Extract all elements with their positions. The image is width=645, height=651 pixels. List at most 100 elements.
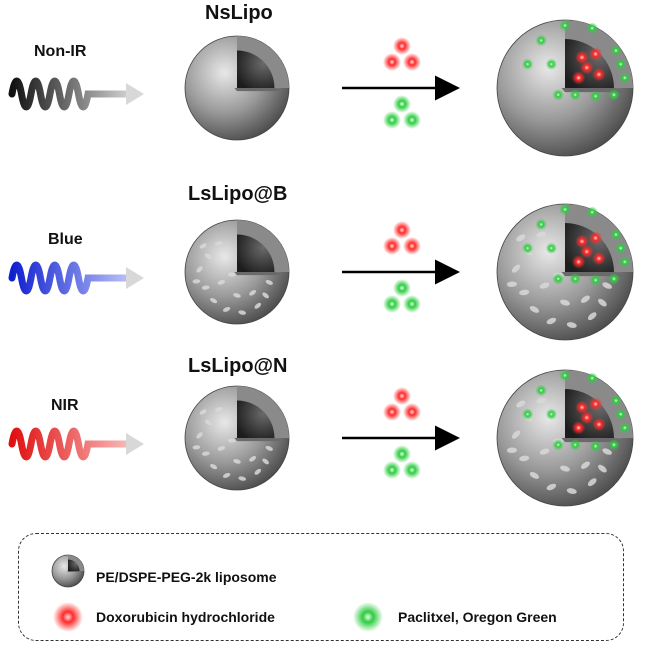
row3-loaded-liposome-pore — [511, 430, 521, 439]
row2-empty-liposome-pore — [233, 293, 241, 298]
row3-loaded-liposome-pore — [519, 455, 530, 462]
row3-doxorubicin-dot — [393, 387, 411, 405]
legend-layer — [51, 554, 383, 632]
row3-paclitaxel-dot — [403, 461, 421, 479]
legend-doxorubicin-icon — [53, 602, 83, 632]
row2-loaded-liposome-paclitaxel-dot — [586, 206, 598, 218]
row1-loaded-liposome-paclitaxel-dot — [535, 34, 547, 47]
row1-loaded-liposome-paclitaxel-dot — [610, 44, 622, 57]
row2-loaded-liposome-pore — [587, 312, 597, 321]
row3-loaded-liposome-paclitaxel-dot — [559, 369, 571, 382]
row2-empty-liposome-pore — [214, 241, 223, 246]
row3-loaded-liposome-pore — [587, 478, 597, 487]
light-label-blue: Blue — [48, 231, 83, 248]
row2-loaded-liposome-pore — [546, 317, 557, 325]
row2-loaded-liposome-paclitaxel-dot — [545, 242, 558, 254]
row3-loaded-liposome-paclitaxel-dot — [586, 372, 598, 384]
row3-loaded-liposome-paclitaxel-dot — [610, 394, 622, 407]
row3-empty-liposome-pore — [249, 455, 257, 462]
row1-loaded-liposome-paclitaxel-dot — [552, 89, 564, 101]
row1-paclitaxel-dot — [393, 95, 411, 113]
row2-loaded-liposome-paclitaxel-dot — [559, 203, 571, 216]
row2-loaded-liposome-pore — [602, 282, 612, 289]
row3-loaded-liposome-pore — [536, 397, 547, 404]
row3-loaded-liposome-doxorubicin-dot — [588, 397, 603, 411]
row2-loaded-liposome-pore — [511, 264, 521, 273]
row3-loaded-liposome-paclitaxel-dot — [569, 439, 581, 451]
row2-loaded-liposome-paclitaxel-dot — [552, 273, 564, 285]
row2-empty-liposome-pore — [210, 297, 218, 304]
row3-empty-liposome-pore — [238, 476, 247, 481]
row1-wave-arrowhead — [126, 83, 144, 105]
row2-loaded-liposome-pore — [539, 282, 550, 289]
row2-empty-liposome-ledge — [234, 272, 285, 276]
row3-wave-arrowhead — [126, 433, 144, 455]
legend-doxorubicin-label: Doxorubicin hydrochloride — [96, 609, 275, 625]
row3-loaded-liposome-pore — [529, 471, 540, 479]
row2-light-wave — [8, 261, 132, 295]
row3-loaded-liposome-paclitaxel-dot — [535, 384, 547, 397]
legend-liposome-icon-core — [68, 559, 80, 571]
row1-loaded-liposome-paclitaxel-dot — [559, 19, 571, 32]
row1-doxorubicin-dot — [383, 53, 401, 71]
legend-liposome-icon-ledge — [67, 571, 83, 572]
row2-empty-liposome-core — [237, 234, 275, 272]
row1-empty-liposome-ledge — [234, 88, 285, 92]
row1-loaded-liposome-paclitaxel-dot — [589, 90, 602, 102]
row2-doxorubicin-dot — [393, 221, 411, 239]
row3-loaded-liposome-doxorubicin-dot — [571, 421, 586, 435]
row3-loaded-liposome-paclitaxel-dot — [619, 422, 631, 434]
row2-loaded-liposome-paclitaxel-dot — [521, 242, 534, 254]
row3-paclitaxel-dot — [393, 445, 411, 463]
row3-loaded-liposome-paclitaxel-dot — [589, 440, 602, 452]
row2-empty-liposome-pore — [254, 302, 262, 309]
row3-loaded-liposome-pore — [560, 465, 570, 472]
row-3 — [8, 369, 634, 507]
row3-loaded-liposome-pore — [516, 400, 526, 408]
row-1 — [8, 19, 634, 157]
row2-loaded-liposome-pore — [580, 295, 590, 303]
row3-doxorubicin-dot — [383, 403, 401, 421]
row2-doxorubicin-dot — [403, 237, 421, 255]
row3-loaded-liposome-pore — [506, 447, 518, 453]
row3-loaded-liposome-pore — [598, 464, 607, 473]
row3-paclitaxel-dot — [383, 461, 401, 479]
row2-loaded-liposome-paclitaxel-dot — [608, 273, 620, 285]
row2-empty-liposome-pore — [199, 243, 207, 249]
row1-title: NsLipo — [205, 2, 273, 24]
legend-paclitaxel-label: Paclitxel, Oregon Green — [398, 609, 557, 625]
row3-empty-liposome-pore — [233, 459, 241, 464]
row2-loaded-liposome-paclitaxel-dot — [569, 273, 581, 285]
row2-paclitaxel-dot — [393, 279, 411, 297]
row1-loaded-liposome-paclitaxel-dot — [521, 58, 534, 70]
row2-doxorubicin-dot — [383, 237, 401, 255]
row3-empty-liposome-pore — [227, 438, 236, 443]
row2-empty-liposome-pore — [265, 279, 273, 285]
row2-empty-liposome-pore — [204, 253, 212, 260]
row2-empty-liposome-pore — [227, 272, 236, 277]
row3-empty-liposome-pore — [204, 419, 212, 426]
row2-empty-liposome-pore — [217, 280, 226, 285]
row1-loaded-liposome-paclitaxel-dot — [608, 89, 620, 101]
row2-loaded-liposome-pore — [506, 281, 518, 287]
row2-loaded-liposome-doxorubicin-dot — [592, 251, 606, 266]
row2-loaded-liposome-pore — [598, 298, 607, 307]
row1-paclitaxel-dot — [403, 111, 421, 129]
row2-loaded-liposome-pore — [566, 322, 577, 328]
row2-empty-liposome-pore — [238, 310, 247, 315]
row2-empty-liposome-pore — [192, 279, 201, 284]
row1-loaded-liposome-doxorubicin-dot — [579, 60, 594, 75]
row3-loaded-liposome-paclitaxel-dot — [614, 408, 627, 420]
row1-loaded-liposome-paclitaxel-dot — [569, 89, 581, 101]
row3-loaded-liposome-pore — [566, 488, 577, 494]
light-label-non-ir: Non-IR — [34, 43, 87, 60]
row1-loaded-liposome-doxorubicin-dot — [575, 50, 589, 65]
row3-loaded-liposome-doxorubicin-dot — [579, 410, 594, 425]
row3-empty-liposome-pore — [222, 472, 231, 478]
legend-liposome-label: PE/DSPE-PEG-2k liposome — [96, 569, 277, 585]
row3-loaded-liposome-paclitaxel-dot — [608, 439, 620, 451]
row2-loaded-liposome-paclitaxel-dot — [535, 218, 547, 231]
row2-loaded-liposome-paclitaxel-dot — [619, 256, 631, 268]
row2-loaded-liposome-paclitaxel-dot — [610, 228, 622, 241]
